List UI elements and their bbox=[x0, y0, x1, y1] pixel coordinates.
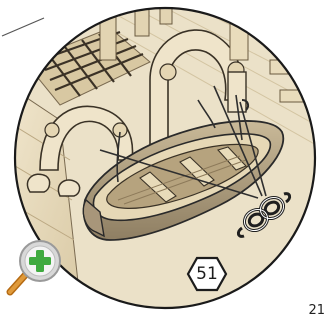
page-number: 21 bbox=[308, 303, 325, 318]
leader-line bbox=[2, 18, 44, 36]
rope-coil-icon bbox=[232, 190, 292, 238]
part-number: 51 bbox=[186, 256, 228, 292]
zoom-button[interactable] bbox=[0, 236, 66, 300]
